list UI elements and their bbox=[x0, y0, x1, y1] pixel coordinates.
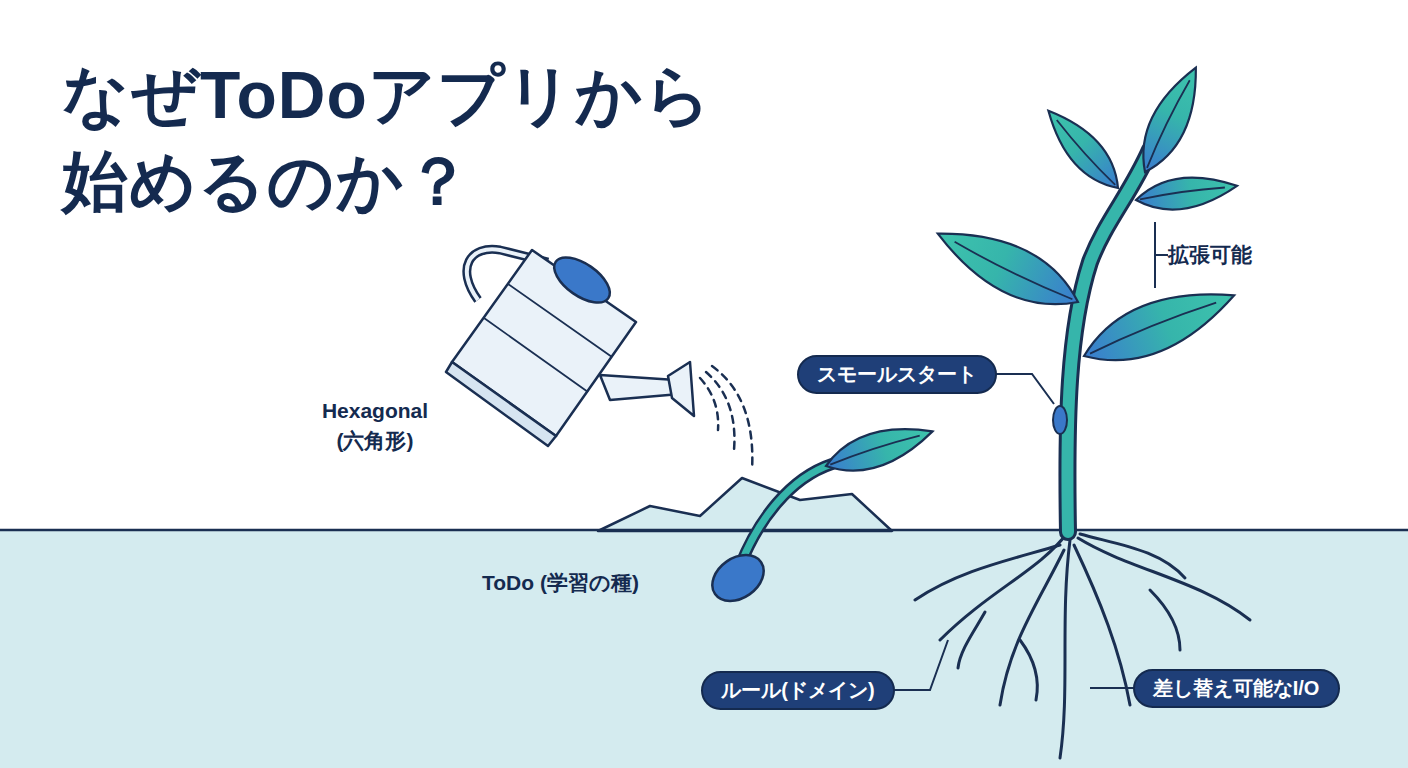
seed-label: ToDo (学習の種) bbox=[482, 568, 639, 598]
big-plant bbox=[928, 60, 1244, 532]
label-pill: スモールスタート bbox=[797, 355, 997, 394]
label-pill: ルール(ドメイン) bbox=[701, 671, 895, 710]
title: なぜToDoアプリから 始めるのか？ bbox=[62, 52, 842, 224]
leader-lines bbox=[800, 222, 1235, 690]
sprout bbox=[704, 415, 938, 610]
ground bbox=[0, 530, 1408, 768]
watering-can bbox=[446, 249, 694, 446]
annotation: Hexagonal (六角形) bbox=[290, 396, 460, 456]
pill-text: 差し替え可能なI/O bbox=[1153, 675, 1320, 702]
soil-mound bbox=[598, 478, 892, 531]
roots bbox=[915, 532, 1250, 758]
pill-text: ルール(ドメイン) bbox=[721, 677, 874, 704]
label-pill: 差し替え可能なI/O bbox=[1133, 669, 1340, 708]
pill-text: スモールスタート bbox=[817, 361, 977, 388]
annotation: 拡張可能 bbox=[1168, 240, 1252, 270]
water-drops bbox=[700, 366, 752, 470]
bracket bbox=[1155, 222, 1168, 288]
ground-line bbox=[0, 529, 1408, 532]
